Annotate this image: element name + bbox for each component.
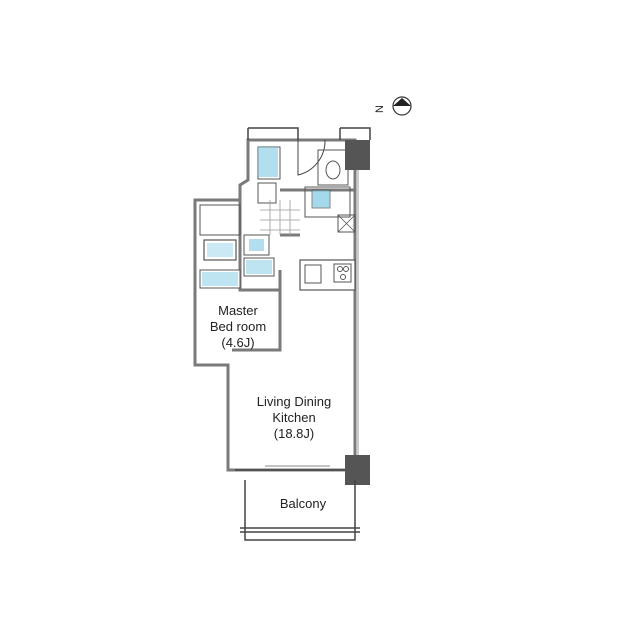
bathtub xyxy=(203,239,237,261)
compass-north-label: N xyxy=(374,105,386,113)
master-bedroom-wall xyxy=(232,270,282,352)
column-bottom-right xyxy=(345,455,370,485)
closets xyxy=(199,257,275,289)
bath-vanity xyxy=(243,234,270,256)
top-rail-left xyxy=(247,127,299,140)
outer-wall xyxy=(193,138,357,472)
entrance-door xyxy=(297,139,326,176)
kitchen-sink xyxy=(304,264,322,284)
room-labels: Master Bed room (4.6J) Living Dining Kit… xyxy=(210,303,331,511)
bath-vanity-bowl xyxy=(249,239,264,251)
master-area: (4.6J) xyxy=(221,335,254,350)
stove-icon xyxy=(333,263,352,283)
laundry-room xyxy=(304,186,351,218)
master-label-line1: Master xyxy=(218,303,258,318)
balcony-outline xyxy=(244,480,356,541)
washing-machine xyxy=(311,189,331,209)
master-closet-fill xyxy=(202,272,238,286)
balcony-label: Balcony xyxy=(280,496,327,511)
master-label-line2: Bed room xyxy=(210,319,266,334)
ldk-label-line1: Living Dining xyxy=(257,394,331,409)
bathroom xyxy=(199,204,270,261)
entrance-fixture xyxy=(258,147,278,177)
bathtub-inner xyxy=(207,243,233,257)
ldk-area: (18.8J) xyxy=(274,426,314,441)
columns xyxy=(345,140,370,485)
compass: N xyxy=(374,96,412,116)
kitchen-counter xyxy=(299,259,356,291)
laundry-area xyxy=(304,186,351,218)
top-rail-right xyxy=(339,127,371,140)
hall-closet-fill xyxy=(246,260,272,274)
toilet-bowl xyxy=(325,160,341,180)
column-top-right xyxy=(345,140,370,170)
storage-box xyxy=(337,214,356,233)
ldk-label-line2: Kitchen xyxy=(272,410,315,425)
storage-box-cross xyxy=(337,214,356,233)
balcony-rail xyxy=(240,527,360,533)
balcony xyxy=(240,480,360,541)
hall-tiles xyxy=(260,200,300,235)
top-rail xyxy=(247,127,371,140)
hall-cabinet xyxy=(257,182,277,204)
compass-arrow-icon xyxy=(393,98,411,106)
bathroom-room xyxy=(199,204,241,236)
